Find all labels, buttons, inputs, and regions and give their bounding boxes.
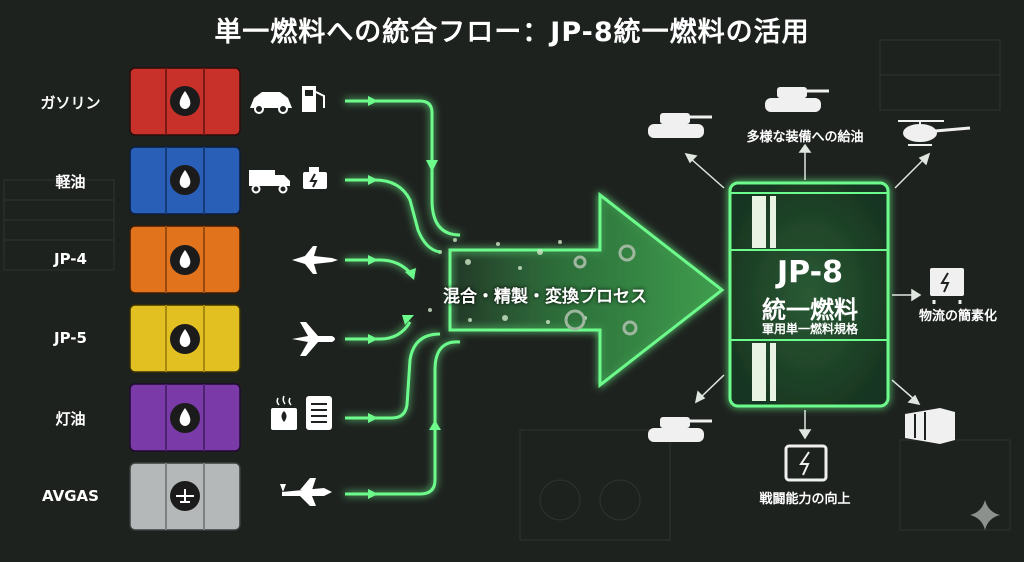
- generator-icon: [930, 268, 964, 304]
- source-icons: [249, 86, 338, 506]
- heater-icon: [306, 396, 332, 430]
- jp8-description: 軍用単一燃料規格: [761, 322, 858, 336]
- car-icon: [250, 92, 292, 114]
- barrel-avgas: [129, 462, 241, 531]
- output-label-combat: 戦闘能力の向上: [759, 492, 851, 507]
- fuel-label-gasoline: ガソリン: [40, 94, 101, 112]
- flow-line-kerosene: [345, 332, 441, 420]
- tank-icon-bottom: [648, 417, 712, 442]
- fighter-jet-icon: [292, 246, 338, 274]
- output-label-logistics: 物流の簡素化: [918, 309, 997, 324]
- background-blueprint: [3, 39, 1011, 541]
- flow-line-jp5: [345, 321, 412, 341]
- process-arrow: [448, 191, 725, 389]
- fuel-label-kerosene: 灯油: [55, 410, 86, 428]
- output-arrows: [684, 143, 931, 440]
- fuel-barrels: [129, 67, 241, 531]
- power-unit-icon: [784, 444, 828, 482]
- propeller-plane-icon: [280, 478, 332, 506]
- flow-line-jp4: [345, 258, 414, 276]
- barrel-gasoline: [129, 67, 241, 136]
- barrel-diesel: [129, 146, 241, 215]
- jet-engine-icon: [905, 408, 955, 444]
- output-label-refuel: 多様な装備への給油: [746, 130, 864, 145]
- engine-icon: [303, 167, 327, 189]
- jp8-name: JP-8: [777, 255, 843, 290]
- fuel-label-avgas: AVGAS: [42, 487, 99, 505]
- tank-icon: [648, 113, 712, 138]
- truck-icon: [249, 170, 290, 194]
- fuel-label-diesel: 軽油: [55, 173, 86, 191]
- fuel-label-jp5: JP-5: [54, 329, 87, 347]
- barrel-jp4: [129, 225, 241, 294]
- gear-icon: [564, 244, 638, 336]
- stove-icon: [271, 395, 297, 430]
- flow-lines: [345, 99, 461, 496]
- barrel-kerosene: [129, 383, 241, 452]
- flow-line-avgas: [345, 340, 461, 496]
- flow-line-diesel: [345, 178, 441, 254]
- barrel-jp5: [129, 304, 241, 373]
- airliner-icon: [292, 322, 335, 356]
- flow-line-gasoline: [345, 99, 461, 237]
- fuel-pump-icon: [302, 86, 325, 112]
- page-title: 単一燃料への統合フロー：JP-8統一燃料の活用: [214, 17, 810, 48]
- helicopter-icon: [898, 120, 971, 146]
- jp8-barrel: [728, 181, 890, 408]
- process-label: 混合・精製・変換プロセス: [443, 287, 647, 307]
- sparkle-icon: [970, 500, 1000, 530]
- jp8-subtitle: 統一燃料: [762, 296, 858, 324]
- flow-arrowheads: [368, 96, 441, 499]
- fuel-label-jp4: JP-4: [54, 250, 87, 268]
- process-particles: [428, 238, 587, 324]
- tank-icon-top: [765, 87, 829, 112]
- output-icons: [648, 87, 971, 482]
